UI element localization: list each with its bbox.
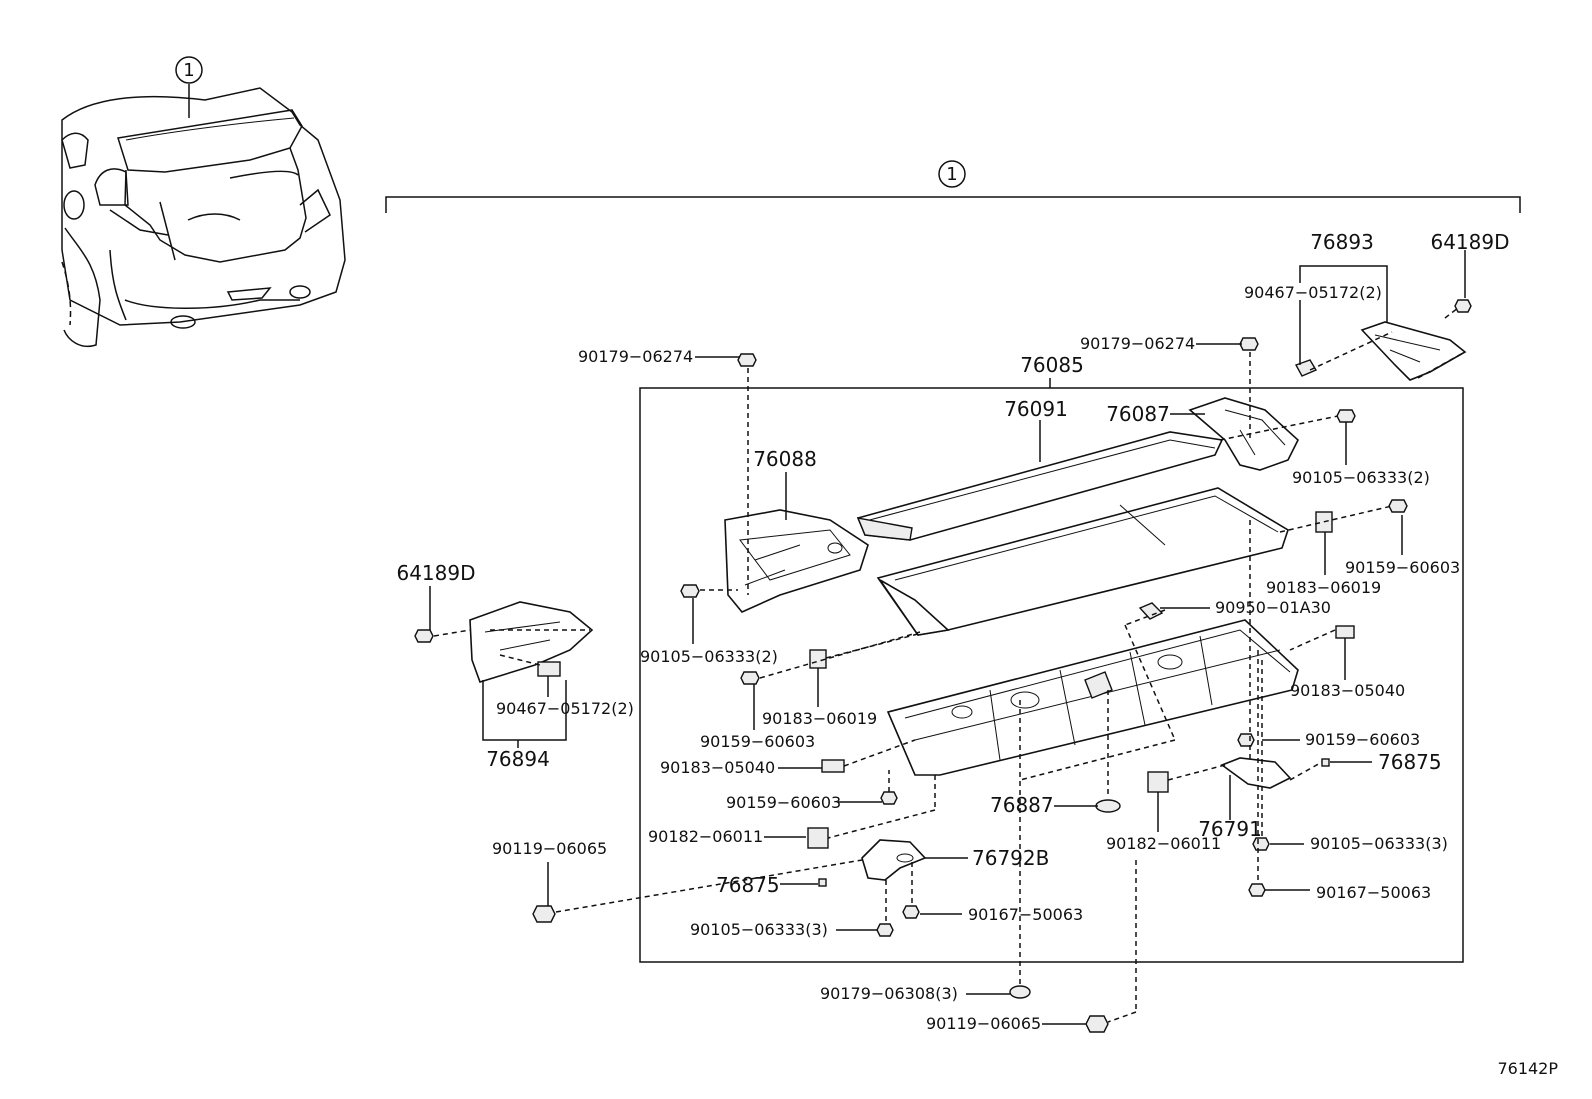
assembly-frame-76085 (639, 387, 1464, 963)
leader-lines (429, 250, 1466, 1025)
diagram-code: 76142P (1497, 1059, 1558, 1078)
label-90105-06333-2-right: 90105−06333(2) (1292, 468, 1430, 487)
label-90467-05172-left: 90467−05172(2) (496, 699, 634, 718)
vehicle-rear-illustration (61, 56, 346, 347)
label-90159-60603-right: 90159−60603 (1345, 558, 1460, 577)
label-76792B: 76792B (972, 846, 1049, 870)
label-76894: 76894 (486, 747, 550, 771)
label-90183-05040-left: 90183−05040 (660, 758, 775, 777)
bracket-76792B (861, 839, 927, 881)
spoiler-panel (876, 487, 1289, 636)
label-90183-06019-right: 90183−06019 (1266, 578, 1381, 597)
callout-number-assembly: 1 (946, 164, 957, 185)
label-90119-06065-bottom: 90119−06065 (926, 1014, 1041, 1033)
label-90182-06011-left: 90182−06011 (648, 827, 763, 846)
label-90183-05040-right: 90183−05040 (1290, 681, 1405, 700)
label-76088: 76088 (753, 447, 817, 471)
label-90159-60603-left: 90159−60603 (726, 793, 841, 812)
spoiler-inner-panel (886, 619, 1299, 776)
spoiler-upper-76091 (856, 431, 1224, 541)
label-90159-60603-right2: 90159−60603 (1305, 730, 1420, 749)
label-76875-right: 76875 (1378, 750, 1442, 774)
label-90179-06274-right: 90179−06274 (1080, 334, 1195, 353)
label-90119-06065-left: 90119−06065 (492, 839, 607, 858)
side-bracket-76894 (469, 601, 594, 683)
end-cap-left-76088 (724, 509, 869, 613)
side-bracket-76893 (1360, 321, 1467, 381)
end-cap-right-76087 (1188, 397, 1299, 471)
assembly-lines (433, 307, 1466, 1023)
label-90167-50063-mid: 90167−50063 (968, 905, 1083, 924)
label-90167-50063-right: 90167−50063 (1316, 883, 1431, 902)
label-64189D-left: 64189D (396, 561, 475, 585)
label-90105-06333-3-right: 90105−06333(3) (1310, 834, 1448, 853)
label-90179-06274-left: 90179−06274 (578, 347, 693, 366)
label-76091: 76091 (1004, 397, 1068, 421)
bracket-76791 (1220, 757, 1292, 789)
label-90950-01A30: 90950−01A30 (1215, 598, 1331, 617)
label-90182-06011-right: 90182−06011 (1106, 834, 1221, 853)
label-90159-60603-mid: 90159−60603 (700, 732, 815, 751)
label-90183-06019-mid: 90183−06019 (762, 709, 877, 728)
part-labels: 76893 64189D 90467−05172(2) 90179−06274 … (396, 230, 1558, 1078)
label-76875-left: 76875 (716, 873, 780, 897)
callout-number-vehicle: 1 (183, 60, 194, 81)
label-76887: 76887 (990, 793, 1054, 817)
fasteners (414, 299, 1472, 1033)
label-76893: 76893 (1310, 230, 1374, 254)
label-76087: 76087 (1106, 402, 1170, 426)
label-90467-05172-right: 90467−05172(2) (1244, 283, 1382, 302)
label-76085: 76085 (1020, 353, 1084, 377)
label-90105-06333-3-left: 90105−06333(3) (690, 920, 828, 939)
assembly-bracket (385, 160, 1521, 213)
label-64189D-right: 64189D (1430, 230, 1509, 254)
label-76791: 76791 (1198, 817, 1262, 841)
label-90105-06333-2-left: 90105−06333(2) (640, 647, 778, 666)
label-90179-06308-3: 90179−06308(3) (820, 984, 958, 1003)
